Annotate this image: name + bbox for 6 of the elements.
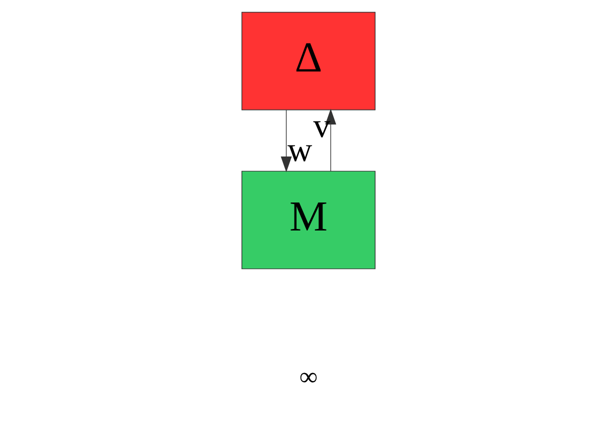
node-box: Δ: [241, 12, 375, 110]
edge-label: v: [312, 108, 330, 146]
arrow: [280, 110, 292, 172]
edge-label: w: [286, 132, 312, 169]
label: ∞: [298, 362, 318, 392]
node-box: M: [241, 170, 375, 270]
